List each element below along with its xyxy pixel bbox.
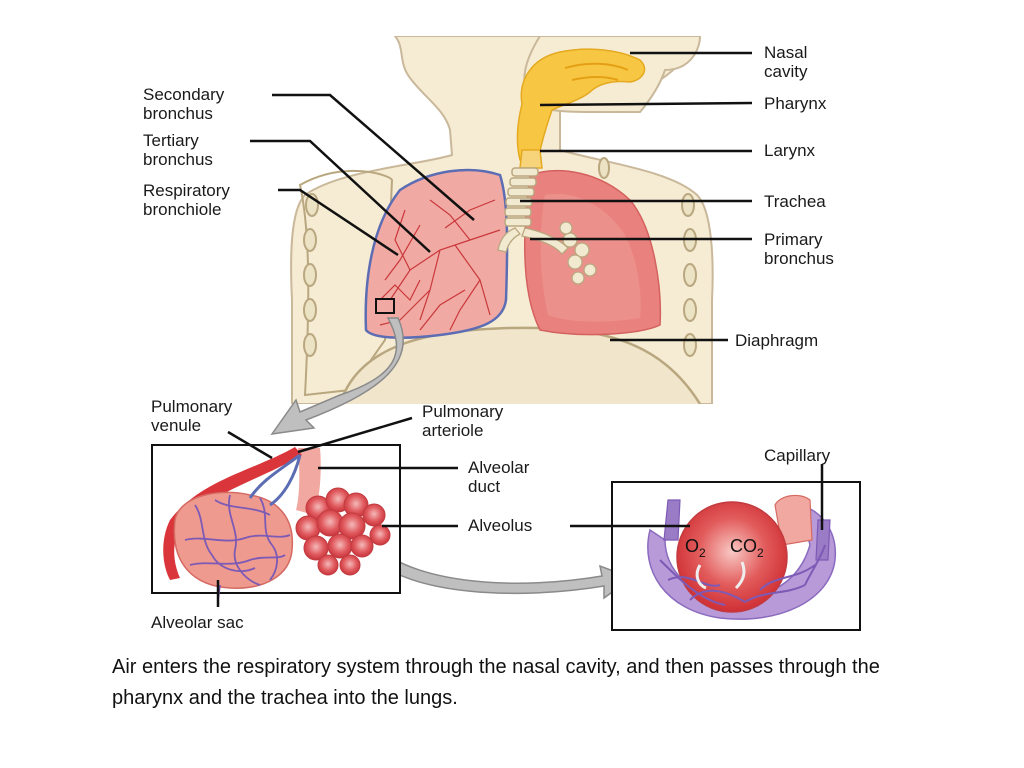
venule-branch (248, 453, 302, 507)
zoom-arrow-1 (270, 317, 404, 435)
label-diaphragm: Diaphragm (735, 331, 819, 350)
zoom-arrow-2 (368, 546, 634, 600)
label-alveolus: Alveolus (468, 516, 533, 535)
capillary-vessel-right (815, 519, 831, 561)
capillary-mesh (659, 544, 826, 606)
label-capillary: Capillary (764, 446, 831, 465)
alveolar-sac-illustration (163, 447, 391, 601)
leader-respiratory-bronchiole (278, 188, 399, 257)
torso-illustration (290, 36, 714, 404)
co2-label: CO2 (730, 536, 764, 560)
gas-exchange-arrow-in (695, 564, 707, 590)
bronchial-tree (379, 199, 501, 331)
label-alveolar-duct: Alveolar duct (468, 458, 530, 496)
label-secondary-bronchus: Secondary bronchus (143, 85, 225, 123)
leader-secondary-bronchus (272, 93, 475, 221)
label-primary-bronchus: Primary bronchus (764, 230, 834, 268)
label-pulmonary-venule: Pulmonary venule (151, 397, 233, 435)
primary-bronchus-shape (497, 221, 597, 285)
leader-pharynx (539, 101, 753, 107)
o2-label: O2 (685, 536, 706, 560)
label-respiratory-bronchiole: Respiratory bronchiole (143, 181, 230, 219)
left-lung (364, 168, 509, 339)
label-larynx: Larynx (764, 141, 816, 160)
label-alveolar-sac: Alveolar sac (151, 613, 244, 632)
label-pulmonary-arteriole: Pulmonary arteriole (422, 402, 504, 440)
left-ribs (298, 170, 394, 397)
label-tertiary-bronchus: Tertiary bronchus (143, 131, 213, 169)
trachea-shape (504, 167, 539, 227)
leader-pulmonary-venule (227, 430, 273, 460)
leader-pulmonary-arteriole (297, 416, 413, 454)
leader-lines (216, 51, 824, 607)
sac-capillary-net (184, 494, 291, 601)
capillary-illustration: O2 CO2 (647, 494, 836, 620)
gas-exchange-arrow-out (734, 561, 746, 590)
larynx-shape (519, 149, 543, 169)
label-nasal-cavity: Nasal cavity (764, 43, 808, 81)
figure-caption: Air enters the respiratory system throug… (112, 656, 880, 709)
label-trachea: Trachea (764, 192, 826, 211)
label-pharynx: Pharynx (764, 94, 827, 113)
alveoli-cluster (295, 487, 391, 576)
arteriole-tube (774, 494, 813, 546)
zoom-indicator-box (375, 298, 395, 314)
leader-tertiary-bronchus (250, 139, 431, 253)
nasal-passage-detail (564, 62, 629, 81)
diaphragm-shape (338, 326, 702, 404)
